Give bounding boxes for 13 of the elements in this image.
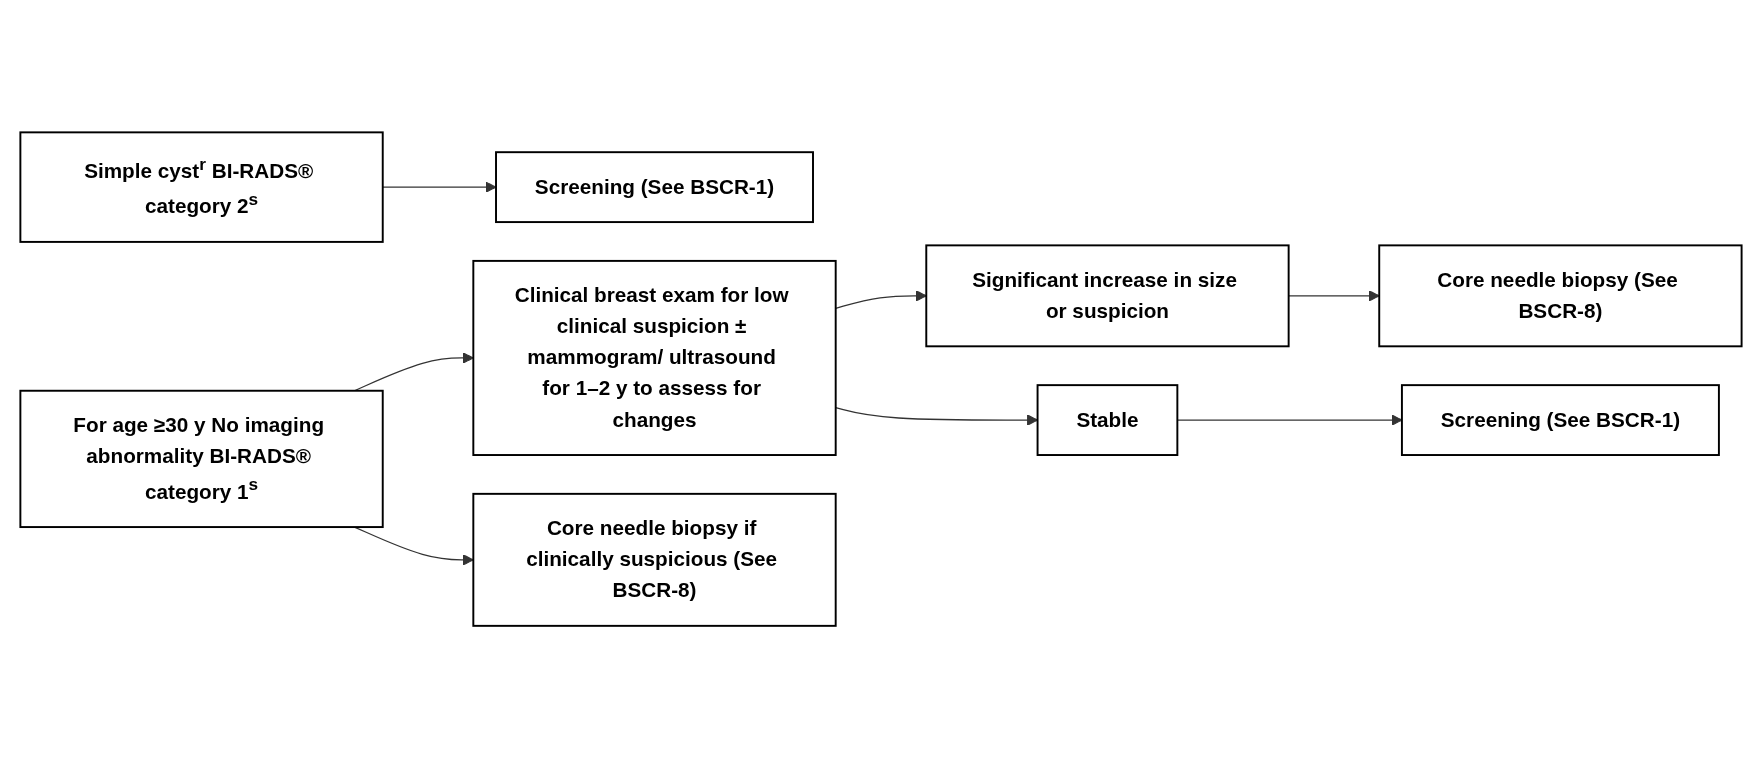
node-box: Stable [1036,384,1179,457]
node-box: Core needle biopsy if clinically suspicious (See BSCR-8) [472,493,837,628]
node-box: Simple cyst$^{r}$ BI-RADS® category 2$^{s}$ [19,131,384,244]
node-box: Clinical breast exam for low clinical suspicion ± mammogram/ ultrasound for 1–2 y to assess for changes [472,260,837,457]
node-box: Screening (See BSCR-1) [1400,384,1720,457]
arrow [382,181,497,194]
node-box: Screening (See BSCR-1) [495,151,814,224]
arrow [353,352,474,392]
arrow [835,290,927,310]
node-box: Significant increase in size or suspicion [925,244,1290,348]
arrow [1288,290,1380,302]
node-box: For age ≥30 y No imaging abnormality BI-RADS® category 1$^{s}$ [19,390,384,529]
node-box: Core needle biopsy (See BSCR-8) [1378,244,1743,348]
